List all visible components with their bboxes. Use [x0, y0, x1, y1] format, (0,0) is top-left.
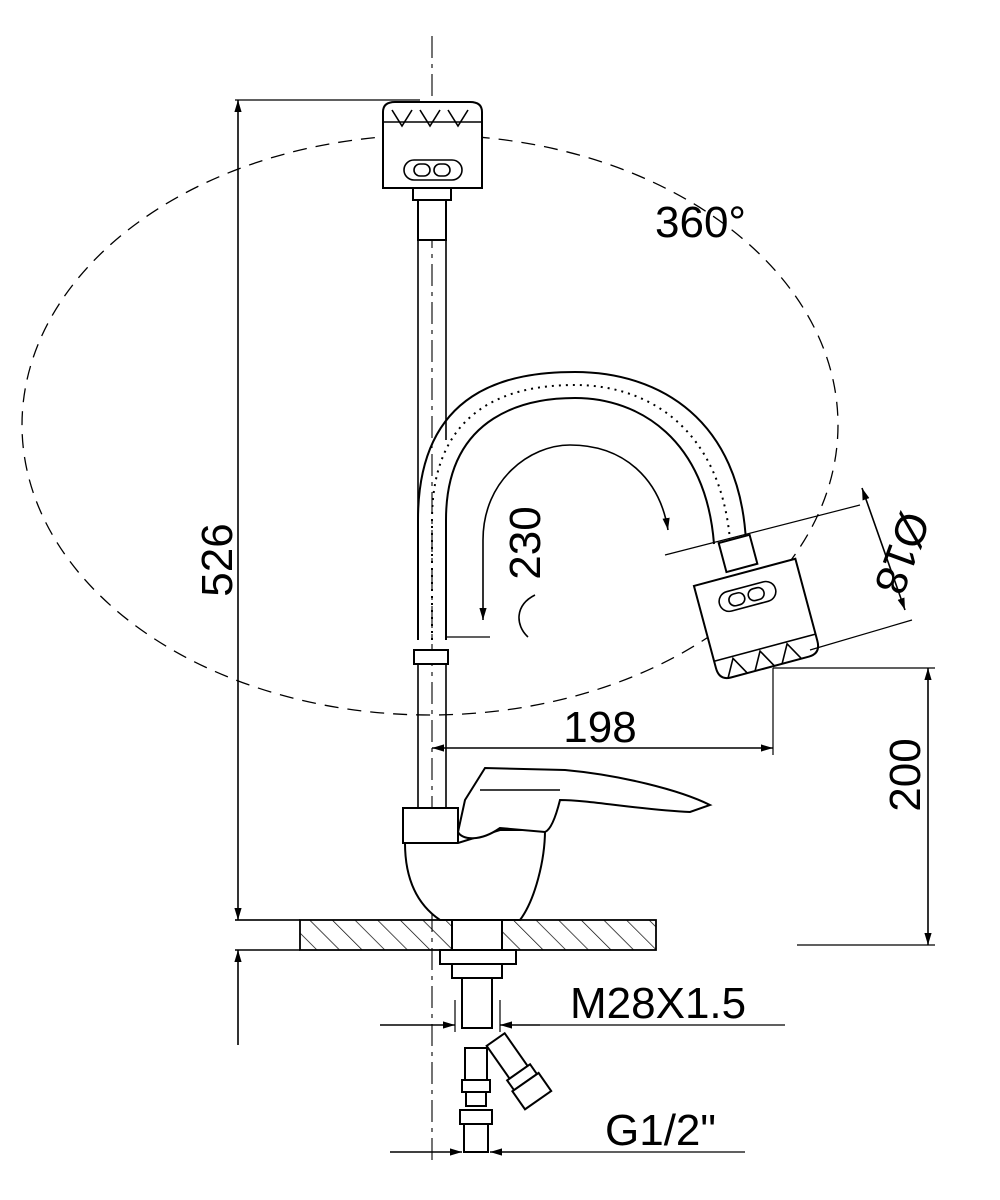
supply-hoses: [459, 1031, 553, 1153]
height-dimension-200: 200: [773, 667, 935, 946]
rotation-ellipse: [21, 134, 839, 716]
upright-spout-pipe: [413, 240, 449, 808]
reach-dimension-198: 198: [432, 668, 774, 755]
countertop: [235, 919, 657, 951]
flexible-hose: [417, 370, 747, 640]
height-dimension-526: 526: [193, 99, 420, 1045]
radius-dimension-230: 230: [446, 444, 861, 638]
height-200-label: 200: [881, 738, 930, 811]
reach-198-label: 198: [563, 703, 636, 752]
diameter-18-label: Ø18: [864, 506, 938, 601]
thread-m28-label: M28X1.5: [570, 979, 746, 1028]
mixer-body: [402, 766, 713, 921]
thread-dimension-m28: M28X1.5: [380, 979, 785, 1032]
mounting-shank: [439, 919, 517, 1029]
height-526-label: 526: [193, 523, 242, 596]
rotation-360-label: 360°: [655, 198, 746, 247]
radius-230-label: 230: [501, 506, 550, 579]
thread-g12-label: G1/2": [605, 1106, 716, 1155]
thread-dimension-g12: G1/2": [390, 1106, 745, 1156]
spray-head-upright: [382, 101, 483, 241]
spray-head-bent: [692, 533, 820, 680]
